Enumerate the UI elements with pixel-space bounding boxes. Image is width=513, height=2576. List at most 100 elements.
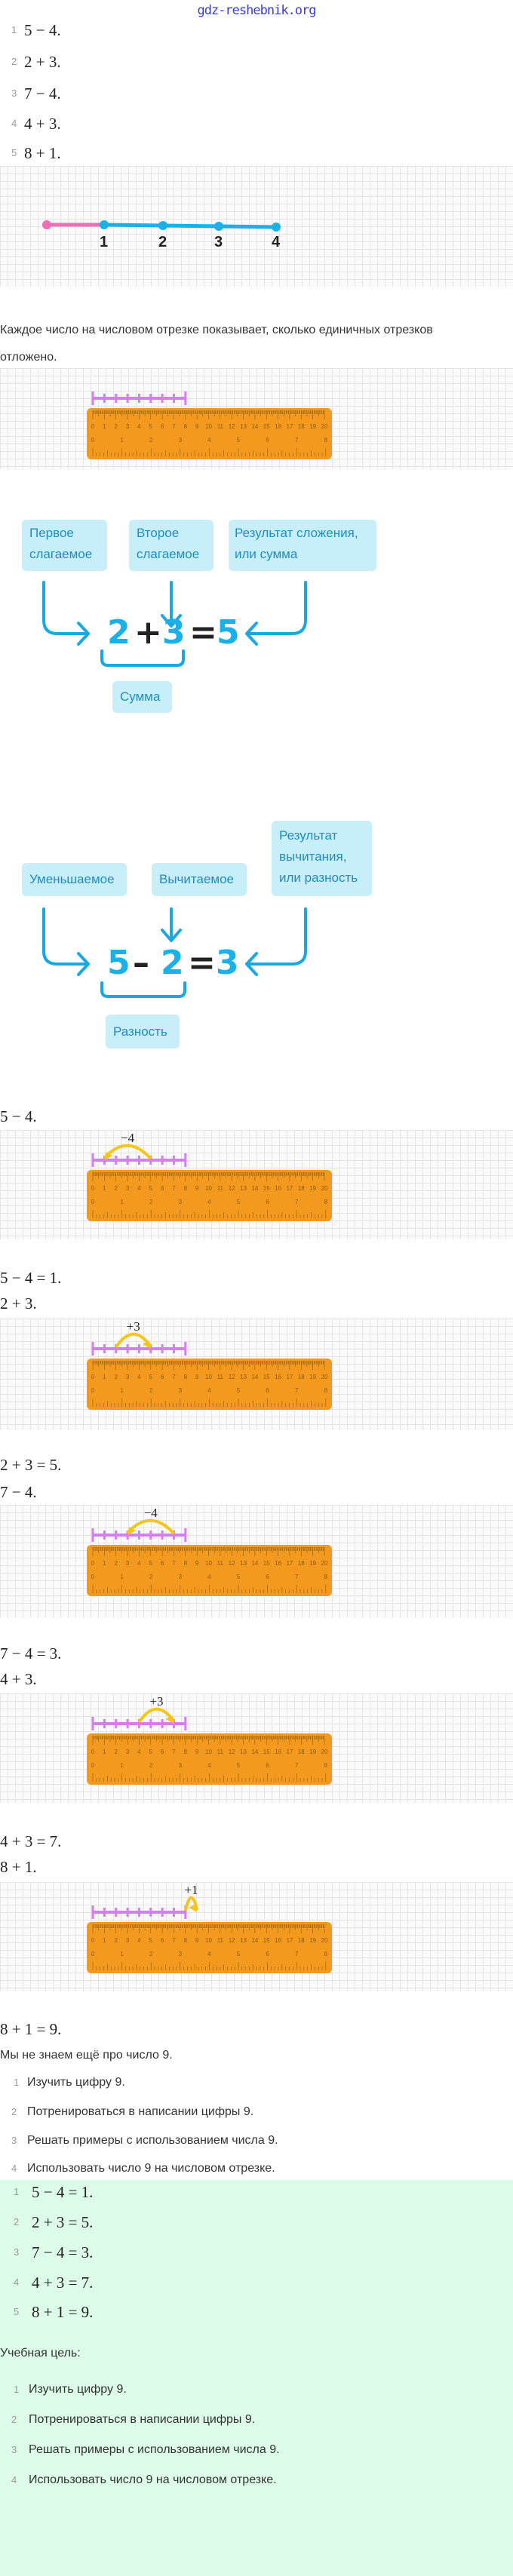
ruler-cm-label: 15 <box>263 1185 270 1192</box>
ruler-inch-label: 6 <box>266 1574 269 1580</box>
ruler-cm-label: 1 <box>103 1749 106 1755</box>
ruler-inch-label: 6 <box>266 1951 269 1957</box>
subtrahend-box: Вычитаемое <box>152 863 247 896</box>
ruler-cm-label: 17 <box>286 1560 293 1567</box>
exercise-prompt: 4 + 3. <box>0 1670 37 1688</box>
exercise-result: 2 + 3 = 5. <box>0 1456 62 1474</box>
ruler-cm-label: 20 <box>321 1374 328 1380</box>
ruler-cm-label: 9 <box>195 1937 199 1944</box>
list-number: 5 <box>11 147 17 158</box>
equation-result: 5 <box>217 613 240 652</box>
list-number: 2 <box>14 2216 20 2228</box>
ruler-cm-label: 1 <box>103 423 106 430</box>
jump-arc <box>126 1518 175 1535</box>
arrowhead-icon <box>77 952 90 976</box>
exercise-prompt: 8 + 1. <box>0 1858 37 1876</box>
arrowhead-icon <box>161 929 182 942</box>
arrowhead-icon <box>245 952 258 976</box>
ruler-cm-label: 7 <box>172 423 176 430</box>
ruler-cm-label: 11 <box>217 1185 224 1192</box>
ruler-inch-label: 2 <box>149 437 153 444</box>
ruler-cm-label: 20 <box>321 1560 328 1567</box>
box-text: Сумма <box>120 689 161 704</box>
ruler-inch-label: 8 <box>324 1387 328 1394</box>
ruler-cm-label: 15 <box>263 1937 270 1944</box>
answer-expression: 7 − 4 = 3. <box>32 2243 94 2261</box>
jump-label: +3 <box>127 1319 140 1334</box>
ruler-cm-label: 18 <box>298 1937 305 1944</box>
point-label: 1 <box>100 234 109 250</box>
arrowhead-icon <box>142 1340 151 1349</box>
ruler-cm-label: 12 <box>229 423 235 430</box>
ruler-inch-label: 8 <box>324 1574 328 1580</box>
ruler-cm-label: 17 <box>286 1937 293 1944</box>
ruler-cm-label: 2 <box>114 1374 118 1380</box>
goal-item: Потренироваться в написании цифры 9. <box>29 2413 256 2426</box>
list-number: 1 <box>11 24 17 35</box>
ruler-cm-label: 9 <box>195 1560 199 1567</box>
ruler-cm-label: 7 <box>172 1185 176 1192</box>
ruler-inch-label: 3 <box>179 1574 183 1580</box>
exercise-result: 7 − 4 = 3. <box>0 1644 62 1663</box>
jump-arc <box>183 1896 199 1911</box>
ruler-cm-label: 10 <box>205 1560 212 1567</box>
ruler-cm-label: 3 <box>126 1185 130 1192</box>
box-text: Результат сложения, <box>235 526 358 540</box>
ruler-cm-label: 16 <box>275 423 281 430</box>
ruler-cm-label: 7 <box>172 1937 176 1944</box>
list-number: 2 <box>11 2414 17 2425</box>
ruler-cm-label: 16 <box>275 1749 281 1755</box>
ruler-cm-label: 18 <box>298 1749 305 1755</box>
ruler-cm-label: 5 <box>149 1749 153 1755</box>
ruler-cm-label: 13 <box>240 423 247 430</box>
list-number: 2 <box>11 2106 17 2117</box>
ruler-inch-label: 0 <box>91 1762 95 1769</box>
ruler-inch-label: 1 <box>120 1951 124 1957</box>
task-expression: 4 + 3. <box>24 115 61 133</box>
ruler-inch-label: 2 <box>149 1387 153 1394</box>
ruler-inch-label: 1 <box>120 1199 124 1205</box>
ruler-cm-label: 9 <box>195 1749 199 1755</box>
ruler-inch-label: 7 <box>295 1574 299 1580</box>
ruler-cm-label: 3 <box>126 1560 130 1567</box>
list-number: 4 <box>14 2277 20 2288</box>
ruler-cm-label: 14 <box>251 423 258 430</box>
point-label: 3 <box>214 234 223 250</box>
ruler-cm-label: 6 <box>161 423 164 430</box>
ruler-inch-label: 2 <box>149 1951 153 1957</box>
jump-label: −4 <box>144 1506 158 1520</box>
point-label: 2 <box>158 234 167 250</box>
ruler-cm-label: 13 <box>240 1374 247 1380</box>
goal-item: Решать примеры с использованием числа 9. <box>27 2134 278 2147</box>
ruler-inch-label: 3 <box>179 1387 183 1394</box>
ruler-cm-label: 6 <box>161 1749 164 1755</box>
box-text: вычитания, <box>279 849 347 864</box>
ruler-inch-label: 5 <box>237 1951 241 1957</box>
ruler-inch-label: 4 <box>207 1762 211 1769</box>
ruler-cm-label: 10 <box>205 1749 212 1755</box>
list-number: 3 <box>11 2135 17 2146</box>
list-number: 1 <box>14 2384 20 2395</box>
list-number: 1 <box>14 2186 20 2197</box>
ruler-cm-label: 19 <box>309 1185 316 1192</box>
ruler-cm-label: 10 <box>205 1374 212 1380</box>
arrowhead-icon <box>189 1904 198 1912</box>
summary-block <box>0 2180 513 2576</box>
ruler-cm-label: 19 <box>309 1374 316 1380</box>
exercise-result: 5 − 4 = 1. <box>0 1269 62 1287</box>
explanation-text: Каждое число на числовом отрезке показыв… <box>0 324 433 336</box>
ruler-cm-label: 12 <box>229 1560 235 1567</box>
ruler-inch-label: 1 <box>120 1574 124 1580</box>
ruler-cm-label: 6 <box>161 1560 164 1567</box>
ruler-cm-label: 1 <box>103 1185 106 1192</box>
list-number: 5 <box>14 2306 20 2317</box>
ruler-cm-label: 16 <box>275 1560 281 1567</box>
equation-term: 3 <box>162 613 186 652</box>
ruler-cm-label: 4 <box>137 1560 141 1567</box>
ruler-cm-label: 15 <box>263 423 270 430</box>
ruler-cm-label: 10 <box>205 1937 212 1944</box>
goal-item: Использовать число 9 на числовом отрезке… <box>27 2162 275 2175</box>
